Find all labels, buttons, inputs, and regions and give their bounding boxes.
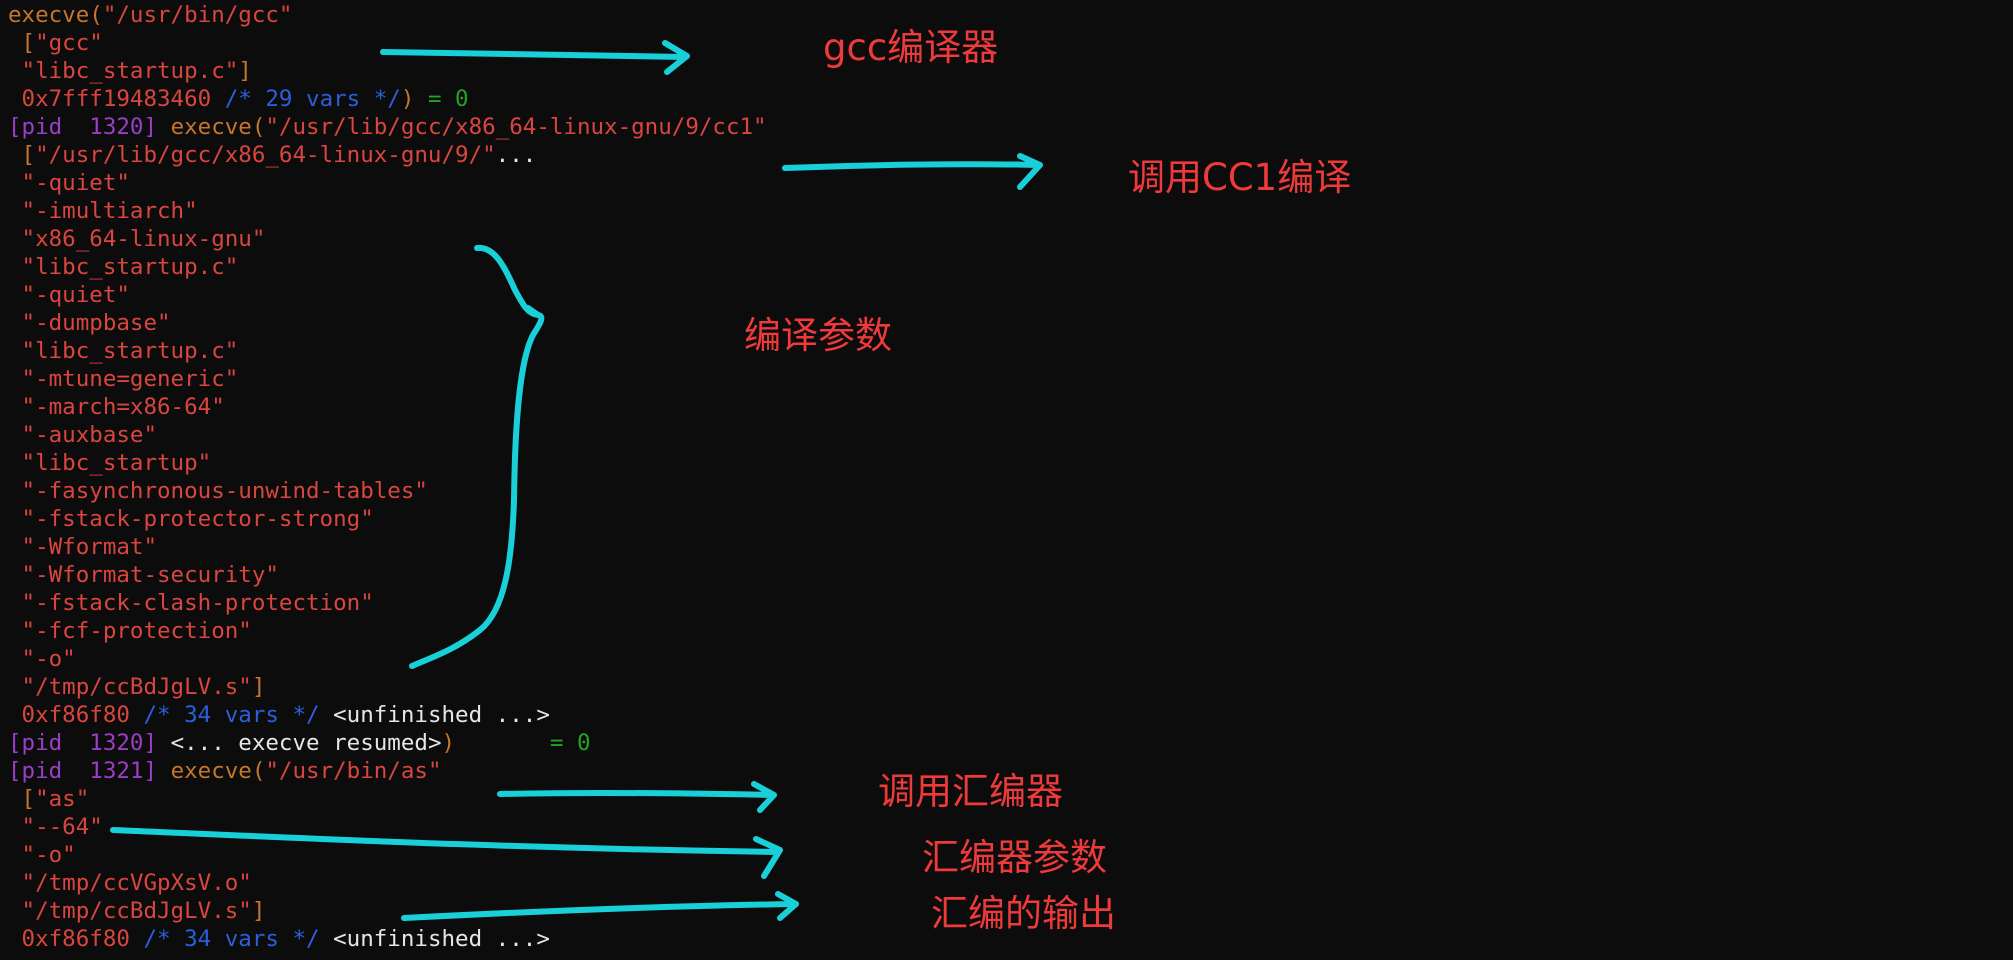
terminal-segment: "-mtune=generic": [8, 366, 239, 392]
terminal-segment: "/tmp/ccBdJgLV.s": [8, 674, 252, 700]
terminal-segment: [pid 1320]: [8, 114, 171, 140]
terminal-segment: "x86_64-linux-gnu": [8, 226, 266, 252]
terminal-segment: "-o": [8, 646, 76, 672]
terminal-segment: "/usr/lib/gcc/x86_64-linux-gnu/9/cc1": [265, 114, 767, 140]
terminal-segment: 0xf86f80: [8, 702, 144, 728]
terminal-segment: execve(: [8, 2, 103, 28]
terminal-line: "-Wformat": [8, 533, 157, 561]
terminal-segment: "-fstack-protector-strong": [8, 506, 374, 532]
terminal-segment: "-o": [8, 842, 76, 868]
terminal-segment: [: [8, 30, 36, 56]
terminal-segment: "-Wformat-security": [8, 562, 279, 588]
terminal-segment: "/usr/bin/gcc": [102, 2, 293, 28]
terminal-segment: "gcc": [35, 30, 103, 56]
terminal-line: [pid 1321] execve("/usr/bin/as": [8, 757, 442, 785]
terminal-line: "/tmp/ccBdJgLV.s"]: [8, 673, 266, 701]
terminal-segment: <unfinished ...>: [333, 702, 550, 728]
terminal-segment: "/usr/lib/gcc/x86_64-linux-gnu/9/": [35, 142, 496, 168]
terminal-segment: "libc_startup.c": [8, 254, 239, 280]
terminal-line: "libc_startup.c": [8, 337, 239, 365]
terminal-line: "-imultiarch": [8, 197, 198, 225]
terminal-line: "-fstack-protector-strong": [8, 505, 374, 533]
terminal-line: "libc_startup.c": [8, 253, 239, 281]
terminal-line: "libc_startup": [8, 449, 212, 477]
terminal-line: "-Wformat-security": [8, 561, 279, 589]
terminal-segment: "as": [35, 786, 90, 812]
terminal-segment: execve(: [170, 758, 266, 784]
terminal-segment: "libc_startup.c": [8, 338, 239, 364]
terminal-segment: "-Wformat": [8, 534, 158, 560]
terminal-segment: "-fasynchronous-unwind-tables": [8, 478, 428, 504]
terminal-line: 0xf86f80 /* 34 vars */ <unfinished ...>: [8, 925, 550, 953]
terminal-segment: ]: [251, 674, 266, 700]
terminal-line: "-fstack-clash-protection": [8, 589, 374, 617]
terminal-segment: [: [8, 142, 36, 168]
terminal-segment: = 0: [549, 730, 591, 756]
terminal-line: "-auxbase": [8, 421, 157, 449]
terminal-segment: /* 34 vars */: [143, 926, 334, 952]
terminal-line: "-fasynchronous-unwind-tables": [8, 477, 428, 505]
terminal-line: "-quiet": [8, 281, 130, 309]
terminal-segment: ]: [251, 898, 266, 924]
terminal-segment: execve(: [170, 114, 266, 140]
terminal-line: "/tmp/ccVGpXsV.o": [8, 869, 252, 897]
terminal-segment: 0x7fff19483460: [8, 86, 225, 112]
terminal-segment: 0xf86f80: [8, 926, 144, 952]
terminal-line: ["gcc": [8, 29, 103, 57]
terminal-segment: "/usr/bin/as": [265, 758, 442, 784]
terminal-segment: "-fcf-protection": [8, 618, 252, 644]
terminal-line: [pid 1320] execve("/usr/lib/gcc/x86_64-l…: [8, 113, 767, 141]
terminal-segment: [pid 1321]: [8, 758, 171, 784]
terminal-line: "-quiet": [8, 169, 130, 197]
terminal-segment: ]: [238, 58, 252, 84]
terminal-segment: "--64": [8, 814, 103, 840]
terminal-segment: "-imultiarch": [8, 198, 198, 224]
terminal-line: "-march=x86-64": [8, 393, 225, 421]
terminal-segment: /* 29 vars */: [224, 86, 401, 112]
terminal-segment: [: [8, 786, 36, 812]
terminal-line: "-mtune=generic": [8, 365, 239, 393]
terminal-segment: "libc_startup.c": [8, 58, 239, 84]
terminal-segment: "-auxbase": [8, 422, 158, 448]
terminal-segment: "-fstack-clash-protection": [8, 590, 374, 616]
terminal-line: "-o": [8, 841, 76, 869]
terminal-line: 0xf86f80 /* 34 vars */ <unfinished ...>: [8, 701, 550, 729]
terminal-segment: <... execve resumed>: [170, 730, 442, 756]
terminal-segment: <unfinished ...>: [333, 926, 550, 952]
terminal-line: 0x7fff19483460 /* 29 vars */) = 0: [8, 85, 469, 113]
terminal-segment: "-quiet": [8, 170, 130, 196]
terminal-line: "/tmp/ccBdJgLV.s"]: [8, 897, 266, 925]
terminal-segment: "libc_startup": [8, 450, 212, 476]
terminal-line: ["/usr/lib/gcc/x86_64-linux-gnu/9/"...: [8, 141, 537, 169]
terminal-segment: [pid 1320]: [8, 730, 171, 756]
terminal-segment: "/tmp/ccVGpXsV.o": [8, 870, 252, 896]
terminal-line: [pid 1320] <... execve resumed>) = 0: [8, 729, 591, 757]
terminal-segment: = 0: [427, 86, 469, 112]
terminal-line: "-fcf-protection": [8, 617, 252, 645]
terminal-segment: /* 34 vars */: [143, 702, 334, 728]
terminal-segment: ): [400, 86, 428, 112]
terminal-line: "-o": [8, 645, 76, 673]
terminal-line: "--64": [8, 813, 103, 841]
terminal-segment: "-dumpbase": [8, 310, 171, 336]
terminal-line: "libc_startup.c"]: [8, 57, 252, 85]
terminal-line: ["as": [8, 785, 90, 813]
terminal-segment: ): [441, 730, 550, 756]
terminal-line: "x86_64-linux-gnu": [8, 225, 266, 253]
terminal-segment: "-march=x86-64": [8, 394, 225, 420]
terminal-segment: "-quiet": [8, 282, 130, 308]
terminal-line: execve("/usr/bin/gcc": [8, 1, 292, 29]
terminal-segment: ...: [495, 142, 537, 168]
terminal-line: "-dumpbase": [8, 309, 171, 337]
terminal-segment: "/tmp/ccBdJgLV.s": [8, 898, 252, 924]
